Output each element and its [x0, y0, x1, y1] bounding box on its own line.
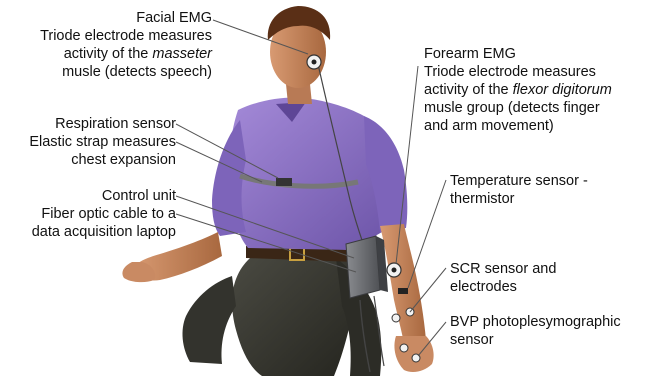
temperature-thermistor [398, 288, 408, 294]
respiration-sensor-clip [276, 178, 292, 186]
temperature-line1: thermistor [450, 190, 588, 208]
bvp-line1: sensor [450, 331, 621, 349]
forearm-emg-line3: musle group (detects finger [424, 99, 612, 117]
bvp-label: BVP photoplesymographic sensor [450, 313, 621, 349]
facial-emg-line2: activity of the masseter [40, 45, 212, 63]
control-unit-label: Control unit Fiber optic cable to a data… [32, 187, 176, 241]
control-unit-line2: data acquisition laptop [32, 223, 176, 241]
control-unit-line1: Fiber optic cable to a [32, 205, 176, 223]
facial-emg-label: Facial EMG Triode electrode measures act… [40, 9, 212, 81]
forearm-emg-line4: and arm movement) [424, 117, 612, 135]
respiration-line2: chest expansion [29, 151, 176, 169]
forearm-emg-line2: activity of the flexor digitorum [424, 81, 612, 99]
temperature-title: Temperature sensor - [450, 172, 588, 190]
scr-line1: electrodes [450, 278, 556, 296]
temperature-label: Temperature sensor - thermistor [450, 172, 588, 208]
respiration-title: Respiration sensor [29, 115, 176, 133]
forearm-emg-line1: Triode electrode measures [424, 63, 612, 81]
facial-emg-line3: musle (detects speech) [40, 63, 212, 81]
scr-label: SCR sensor and electrodes [450, 260, 556, 296]
forearm-emg-label: Forearm EMG Triode electrode measures ac… [424, 45, 612, 135]
electrode-icon [307, 55, 321, 69]
bvp-title: BVP photoplesymographic [450, 313, 621, 331]
facial-emg-title: Facial EMG [40, 9, 212, 27]
scr-title: SCR sensor and [450, 260, 556, 278]
forearm-emg-title: Forearm EMG [424, 45, 612, 63]
respiration-line1: Elastic strap measures [29, 133, 176, 151]
facial-emg-line1: Triode electrode measures [40, 27, 212, 45]
control-unit-device [346, 236, 388, 298]
respiration-label: Respiration sensor Elastic strap measure… [29, 115, 176, 169]
control-unit-title: Control unit [32, 187, 176, 205]
forearm-electrode [387, 263, 401, 277]
